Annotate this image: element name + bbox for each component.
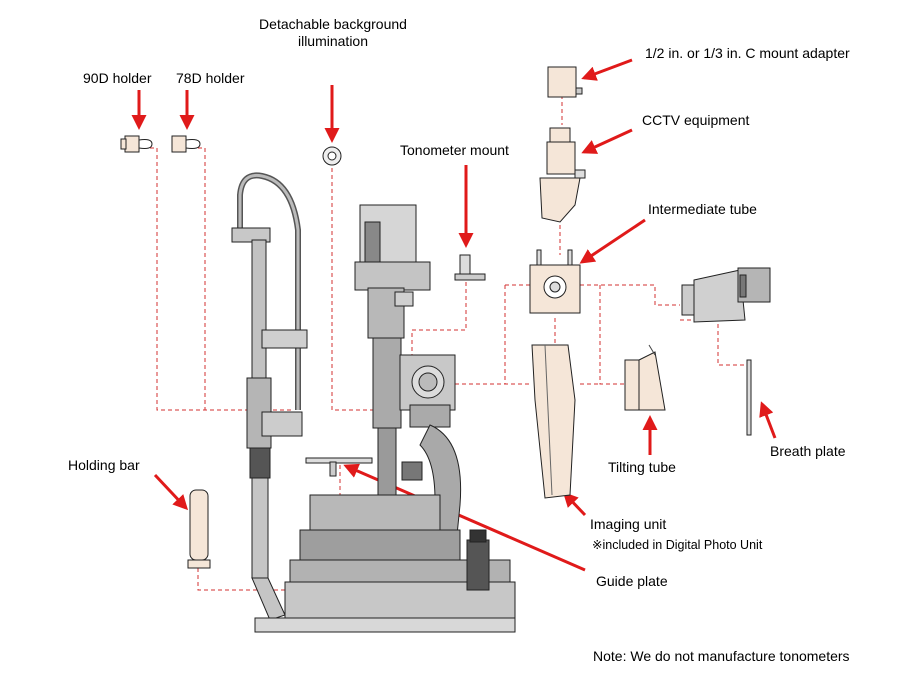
- imaging-unit-part: [531, 344, 576, 499]
- intermediate-tube-part: [529, 249, 581, 314]
- c-mount-adapter-part: [547, 66, 583, 98]
- label-cctv-equipment: CCTV equipment: [642, 112, 750, 128]
- background-illumination-part: [322, 146, 342, 166]
- label-intermediate-tube: Intermediate tube: [648, 201, 757, 217]
- label-c-mount-adapter: 1/2 in. or 1/3 in. C mount adapter: [645, 45, 850, 61]
- tonometer-mount-part: [454, 254, 486, 281]
- label-detachable-background-illumination: Detachable background illumination: [259, 16, 407, 49]
- label-imaging-unit: Imaging unit: [590, 516, 667, 532]
- label-holding-bar: Holding bar: [68, 457, 140, 473]
- label-90d-holder: 90D holder: [83, 70, 152, 86]
- holder-78d: [171, 135, 201, 153]
- eyepiece-part: [681, 267, 771, 323]
- label-tilting-tube: Tilting tube: [608, 459, 676, 475]
- label-78d-holder: 78D holder: [176, 70, 245, 86]
- slit-lamp-body: [231, 172, 516, 633]
- label-breath-plate: Breath plate: [770, 443, 846, 459]
- note-text: Note: We do not manufacture tonometers: [593, 648, 850, 664]
- label-guide-plate: Guide plate: [596, 573, 668, 589]
- holder-90d: [120, 135, 153, 153]
- tilting-tube-part: [624, 344, 666, 411]
- holding-bar-part: [187, 489, 211, 569]
- label-tonometer-mount: Tonometer mount: [400, 142, 509, 158]
- breath-plate-part: [746, 359, 752, 436]
- cctv-equipment-part: [539, 127, 586, 223]
- label-imaging-unit-note: ※included in Digital Photo Unit: [592, 538, 763, 552]
- guide-plate-part: [305, 457, 373, 477]
- dashed-connectors: [150, 95, 750, 610]
